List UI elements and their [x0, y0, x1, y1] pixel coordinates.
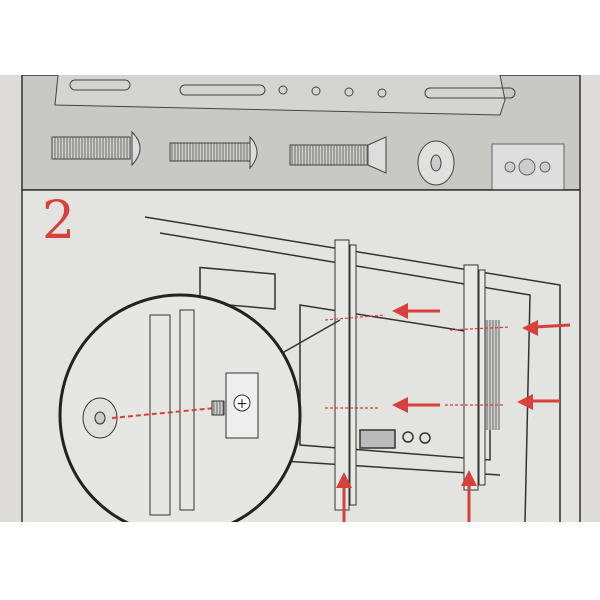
parts-panel — [21, 75, 581, 191]
mounting-bracket-left — [334, 239, 357, 511]
red-dashed-guides — [324, 314, 511, 409]
long-screw-icon — [51, 130, 141, 167]
svg-text:+: + — [236, 396, 248, 412]
detail-magnifier: + — [58, 293, 302, 522]
spacer-plate-icon — [491, 143, 565, 191]
instruction-photo: + 2 — [0, 75, 600, 522]
red-arrows — [336, 303, 571, 522]
step-number: 2 — [42, 191, 76, 251]
countersunk-screw-icon — [289, 136, 387, 174]
mounting-diagram: + — [0, 75, 600, 522]
washer-icon — [417, 140, 455, 186]
mounting-bracket-right — [463, 264, 486, 491]
short-screw-icon — [169, 135, 258, 170]
